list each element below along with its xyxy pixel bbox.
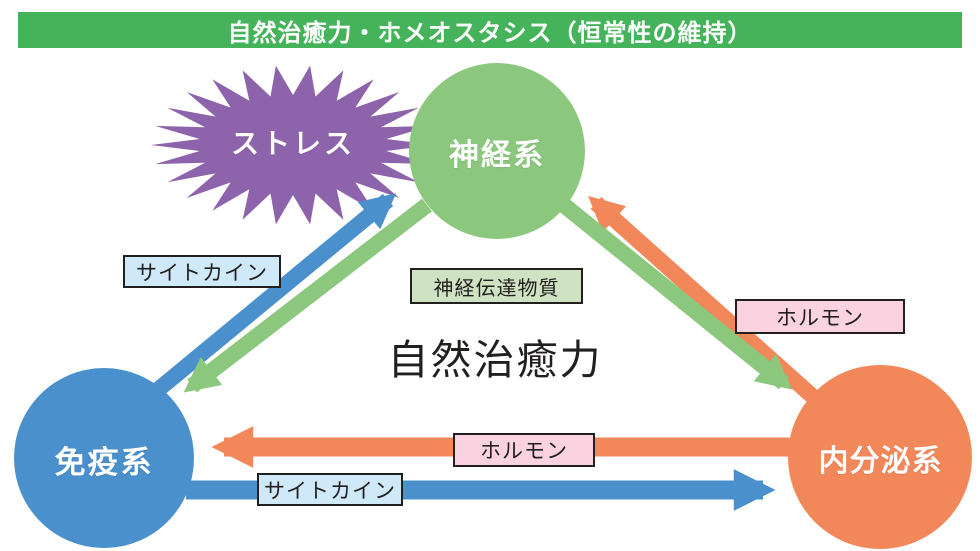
stress-label: ストレス	[230, 128, 355, 159]
immune-system-label: 免疫系	[54, 444, 154, 480]
endocrine-system-label: 内分泌系	[818, 445, 943, 478]
immune-system-circle	[14, 368, 194, 548]
nervous-system-label: 神経系	[449, 139, 545, 172]
nervous-system-circle	[409, 63, 585, 239]
arrow-nervous-to-endocrine	[559, 199, 793, 390]
center-caption: 自然治癒力	[387, 337, 603, 383]
neurotransmitter-box: 神経伝達物質	[410, 268, 583, 304]
endocrine-system-circle	[788, 365, 972, 549]
hormone-lower-box: ホルモン	[453, 433, 595, 467]
arrow-nervous-to-immune	[183, 198, 432, 393]
title-banner: 自然治癒力・ホメオスタシス（恒常性の維持）	[18, 12, 962, 48]
stress-starburst	[151, 65, 435, 225]
title-banner-text: 自然治癒力・ホメオスタシス（恒常性の維持）	[227, 19, 753, 47]
cytokine-lower-box: サイトカイン	[257, 473, 403, 506]
hormone-right-box: ホルモン	[735, 299, 905, 334]
cytokine-upper-box: サイトカイン	[123, 255, 281, 288]
